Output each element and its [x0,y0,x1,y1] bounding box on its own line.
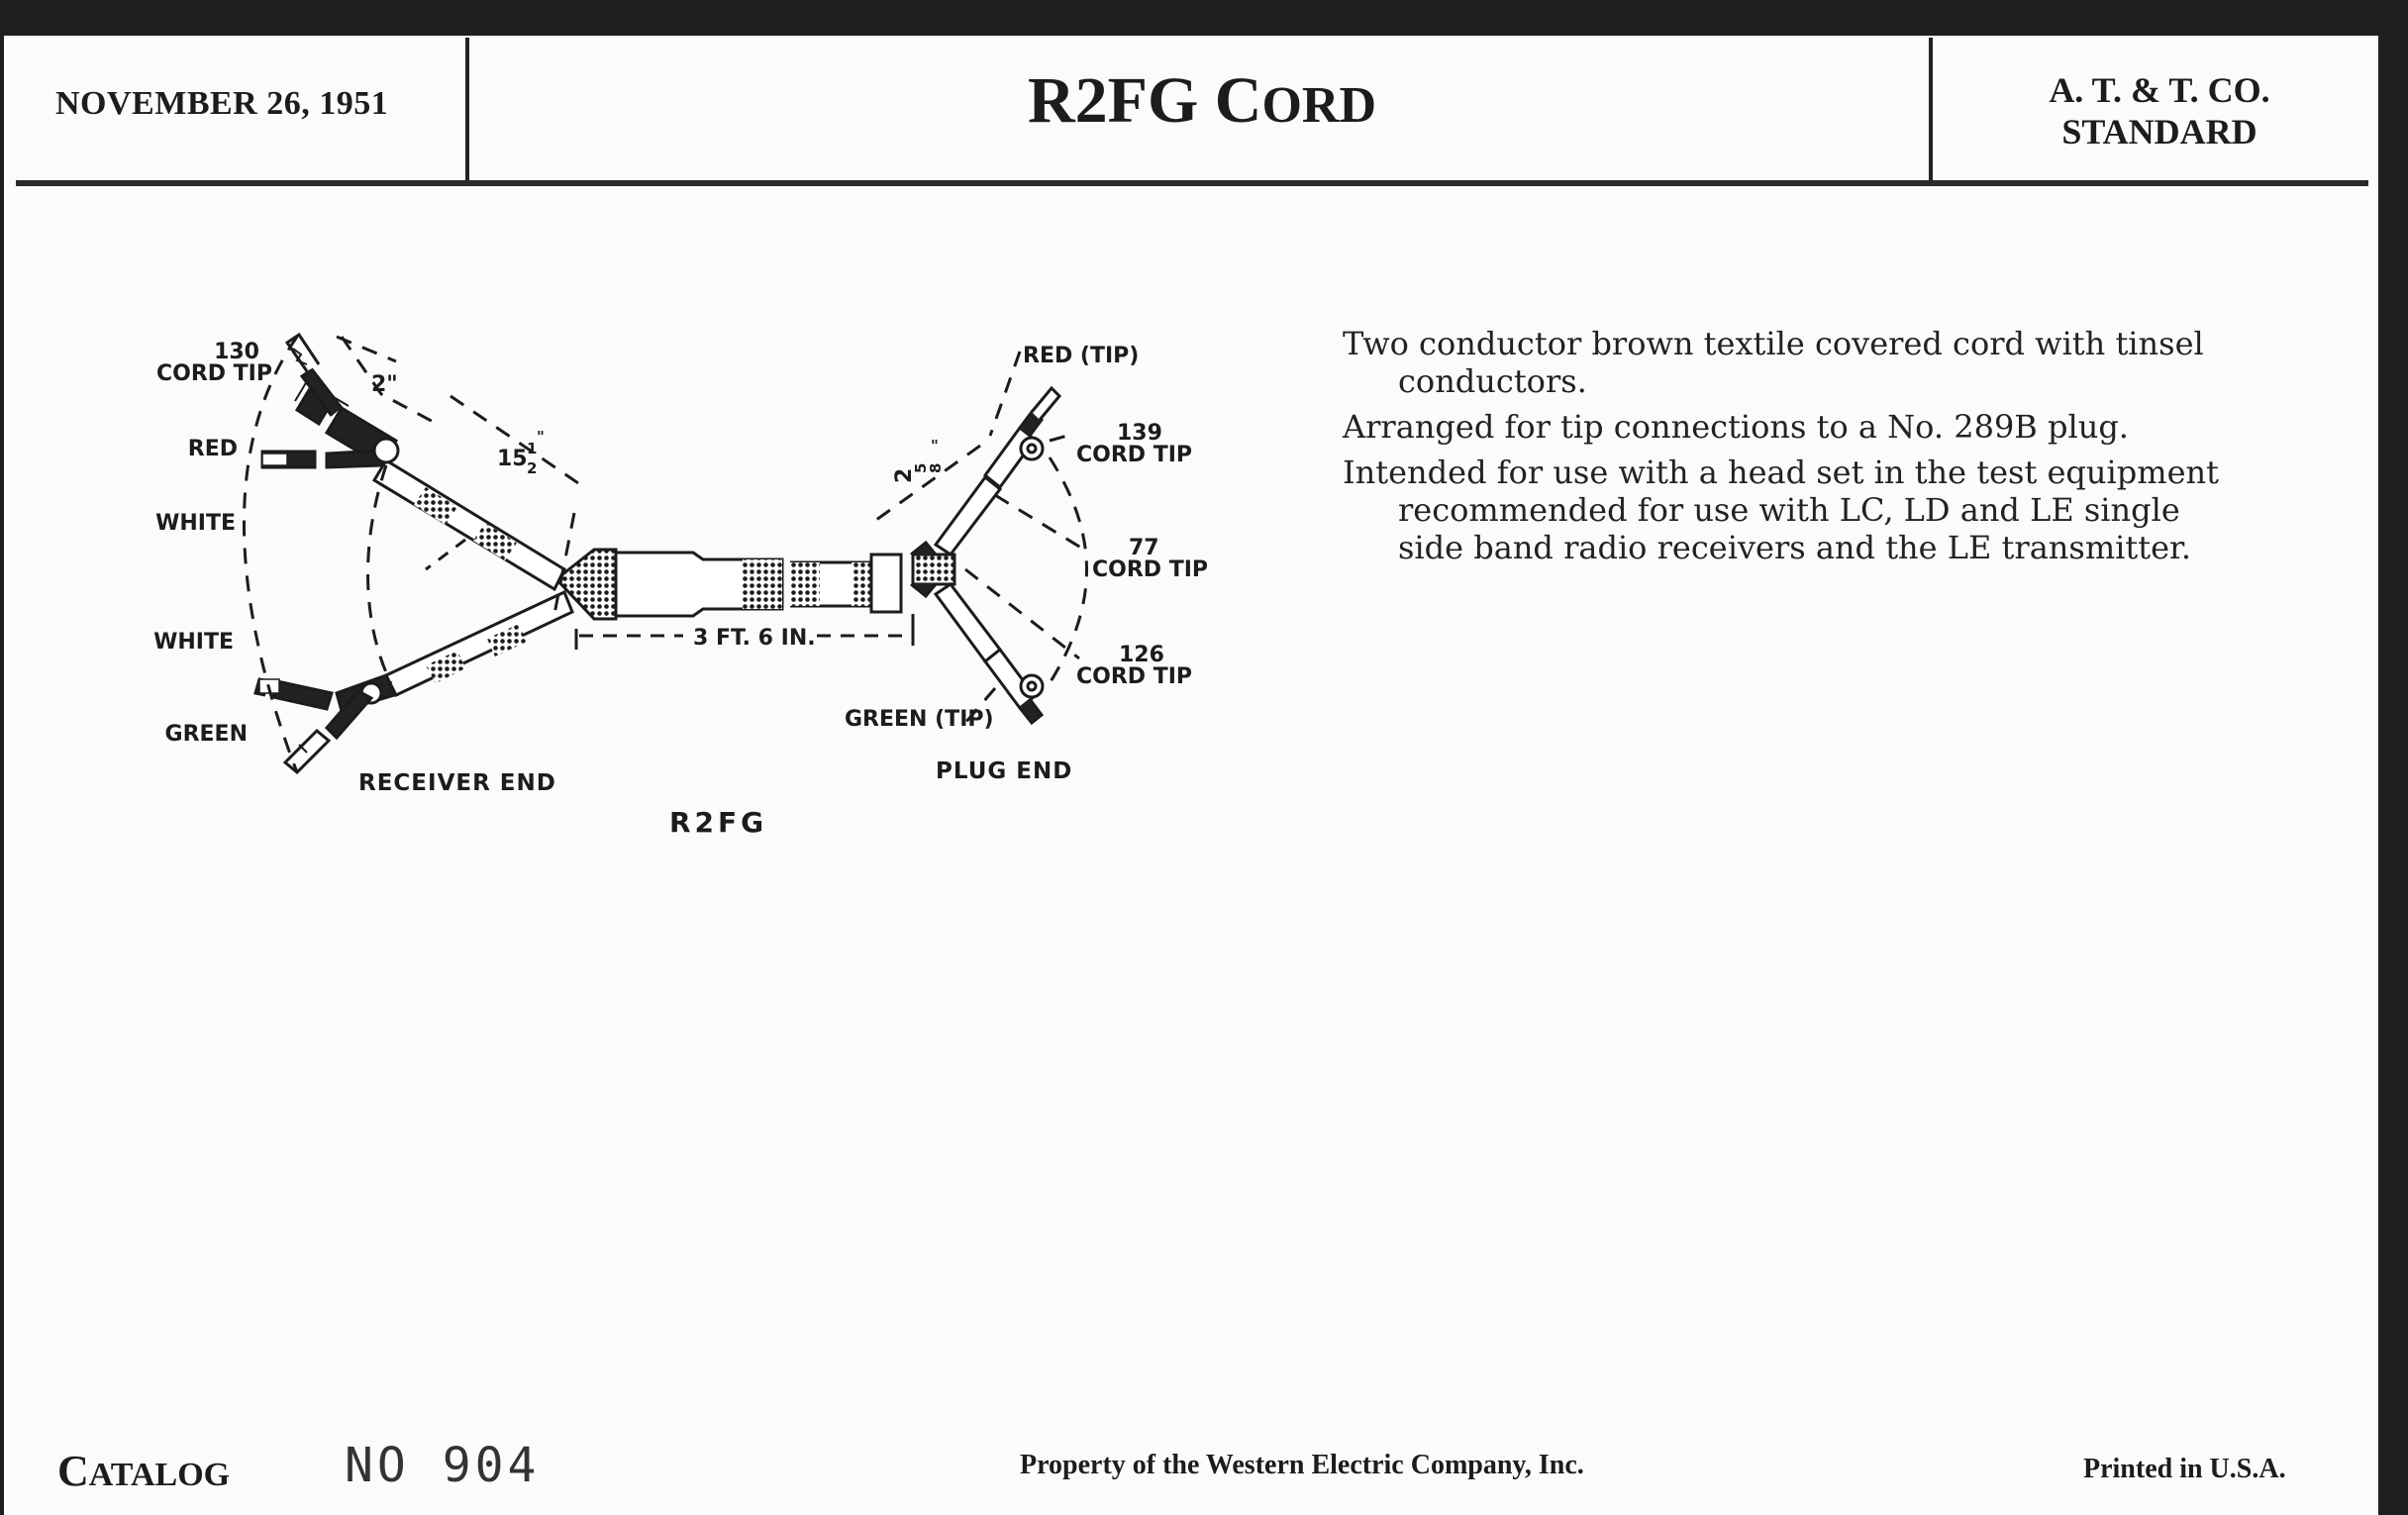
plug-lead-green-tip: GREEN (TIP) [845,707,994,732]
svg-text:": " [931,437,939,454]
svg-text:2: 2 [892,468,917,483]
description-paragraph: Arranged for tip connections to a No. 28… [1343,408,2129,446]
plug-dimension-lines [875,351,1088,724]
plug-tip-139-ring [1019,436,1045,461]
header-divider-right [1929,38,1933,182]
dim-tip-length: 2" [371,372,398,397]
receiver-end-label: RECEIVER END [358,770,556,796]
plug-tip-126-label: CORD TIP [1076,664,1192,689]
header-divider-left [465,38,469,182]
standard-line-2: STANDARD [2061,112,2258,152]
receiver-dimension-lines [243,335,585,773]
plug-tip-77-label: CORD TIP [1092,557,1208,582]
receiver-tip-130 [284,332,344,417]
dim-branch-length: 15 1 2 " [497,428,545,477]
title-prefix: R2FG [1027,64,1199,137]
plug-lead-red-tip: RED (TIP) [1023,344,1139,368]
svg-text:8: 8 [927,463,945,473]
header-date: NOVEMBER 26, 1951 [55,85,389,122]
catalog-card: NOVEMBER 26, 1951 R2FG CORD A. T. & T. C… [4,36,2378,1515]
receiver-lead-green [282,689,374,775]
plug-tip-139-label: CORD TIP [1076,443,1192,467]
description-paragraph: Intended for use with a head set in the … [1343,454,2219,566]
catalog-label: CATALOG [57,1447,231,1495]
svg-text:15: 15 [497,447,528,471]
lead-label-red: RED [188,437,238,461]
description-paragraph: Two conductor brown textile covered cord… [1343,325,2204,400]
catalog-number: NO 904 [345,1438,541,1493]
lead-label-white-upper: WHITE [155,511,236,536]
tip-130-number: 130 [214,340,259,364]
svg-text:1: 1 [527,440,537,457]
standard-label: A. T. & T. CO. STANDARD [1937,69,2382,152]
title-word: CORD [1214,64,1377,137]
printed-notice: Printed in U.S.A. [2083,1454,2286,1484]
receiver-lead-red [260,437,400,469]
tip-130-label: CORD TIP [156,361,272,386]
plug-end-label: PLUG END [936,758,1072,784]
diagram-caption: R2FG [669,806,767,839]
description: Two conductor brown textile covered cord… [1343,325,2244,574]
plug-tip-139-number: 139 [1117,421,1162,446]
plug-tip-126-number: 126 [1119,643,1164,667]
plug-dim-length: 2 5 8 " [892,437,945,483]
standard-line-1: A. T. & T. CO. [2049,70,2270,110]
property-notice: Property of the Western Electric Company… [1020,1450,1584,1480]
svg-text:": " [537,428,545,446]
main-cord [553,548,903,621]
lead-label-white-lower: WHITE [153,630,234,655]
svg-text:5: 5 [912,463,930,473]
plug-tip-126-ring [1019,673,1045,699]
header-rule [16,180,2368,186]
lead-label-green: GREEN [165,722,248,747]
cord-length-dimension [574,614,915,646]
svg-text:2: 2 [527,459,537,477]
cord-length-label: 3 FT. 6 IN. [693,626,816,651]
page-title: R2FG CORD [471,63,1933,139]
plug-tip-77-number: 77 [1129,536,1159,560]
